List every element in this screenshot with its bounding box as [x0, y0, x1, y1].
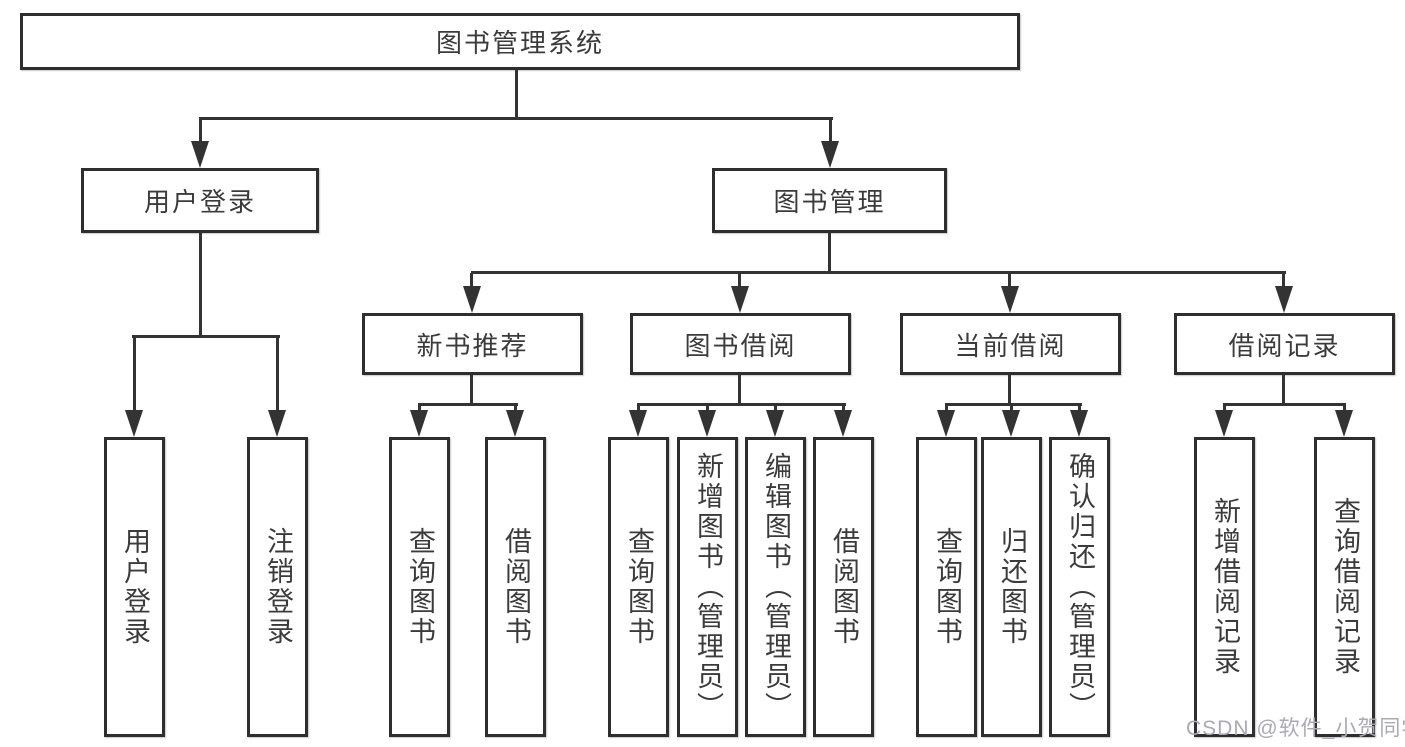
- arrow-down-icon: [125, 410, 143, 437]
- connector-drop: [706, 405, 709, 413]
- arrow-down-icon: [410, 410, 428, 437]
- arrow-down-icon: [463, 286, 481, 313]
- arrow-down-icon: [506, 410, 524, 437]
- node-edit-books-admin: 编辑图书（管理员）: [745, 437, 806, 737]
- arrow-down-icon: [1002, 410, 1020, 437]
- connector-drop: [1343, 405, 1346, 413]
- arrow-down-icon: [268, 410, 286, 437]
- connector-level3-rail: [471, 271, 1286, 274]
- node-book-borrow: 图书借阅: [630, 313, 851, 375]
- arrow-down-icon: [766, 410, 784, 437]
- node-query-books: 查询图书: [389, 437, 450, 737]
- node-user-login-leaf: 用户登录: [104, 437, 165, 737]
- node-logout: 注销登录: [247, 437, 308, 737]
- connector-group-stem: [738, 375, 741, 405]
- node-confirm-return-admin: 确认归还（管理员）: [1049, 437, 1110, 737]
- connector-group-stem: [1008, 375, 1011, 405]
- arrow-down-icon: [629, 410, 647, 437]
- connector-drop: [1008, 273, 1011, 289]
- connector-drop: [1010, 405, 1013, 413]
- arrow-down-icon: [191, 141, 209, 168]
- arrow-down-icon: [834, 410, 852, 437]
- connector-level2-rail: [199, 117, 833, 120]
- connector-drop: [842, 405, 845, 413]
- arrow-down-icon: [731, 286, 749, 313]
- node-add-books-admin: 新增图书（管理员）: [677, 437, 738, 737]
- arrow-down-icon: [1001, 286, 1019, 313]
- connector-group-rail: [418, 403, 518, 406]
- arrow-down-icon: [937, 410, 955, 437]
- node-user-login: 用户登录: [81, 168, 319, 233]
- connector-manage-stem: [828, 233, 831, 273]
- connector-drop: [133, 337, 136, 411]
- node-new-book-recommend: 新书推荐: [362, 313, 583, 375]
- node-borrow-books: 借阅图书: [485, 437, 546, 737]
- connector-group-rail: [945, 403, 1082, 406]
- node-current-borrow: 当前借阅: [900, 313, 1121, 375]
- connector-drop: [418, 405, 421, 413]
- csdn-watermark: CSDN @软件_小贺同学: [1186, 717, 1405, 740]
- node-borrow-books: 借阅图书: [813, 437, 874, 737]
- node-query-borrow-record: 查询借阅记录: [1314, 437, 1375, 737]
- node-query-books: 查询图书: [916, 437, 977, 737]
- connector-drop: [945, 405, 948, 413]
- connector-login-drop: [199, 119, 202, 143]
- connector-drop: [470, 273, 473, 289]
- connector-drop: [1078, 405, 1081, 413]
- node-return-books: 归还图书: [981, 437, 1042, 737]
- connector-drop: [514, 405, 517, 413]
- connector-login-rail: [132, 335, 280, 338]
- connector-drop: [738, 273, 741, 289]
- connector-drop: [276, 337, 279, 411]
- arrow-down-icon: [1215, 410, 1233, 437]
- connector-drop: [774, 405, 777, 413]
- node-add-borrow-record: 新增借阅记录: [1194, 437, 1255, 737]
- node-book-management: 图书管理: [712, 168, 947, 233]
- node-root-system: 图书管理系统: [20, 13, 1020, 70]
- connector-group-stem: [470, 375, 473, 405]
- node-borrow-records: 借阅记录: [1174, 313, 1395, 375]
- connector-group-rail: [637, 403, 846, 406]
- connector-drop: [637, 405, 640, 413]
- connector-group-rail: [1223, 403, 1346, 406]
- arrow-down-icon: [1275, 286, 1293, 313]
- node-query-books: 查询图书: [608, 437, 669, 737]
- connector-manage-drop: [829, 119, 832, 143]
- arrow-down-icon: [821, 141, 839, 168]
- arrow-down-icon: [1335, 410, 1353, 437]
- connector-group-stem: [1282, 375, 1285, 405]
- connector-drop: [1223, 405, 1226, 413]
- connector-login-stem: [199, 233, 202, 337]
- connector-drop: [1282, 273, 1285, 289]
- connector-root-stem: [515, 70, 518, 118]
- arrow-down-icon: [698, 410, 716, 437]
- arrow-down-icon: [1070, 410, 1088, 437]
